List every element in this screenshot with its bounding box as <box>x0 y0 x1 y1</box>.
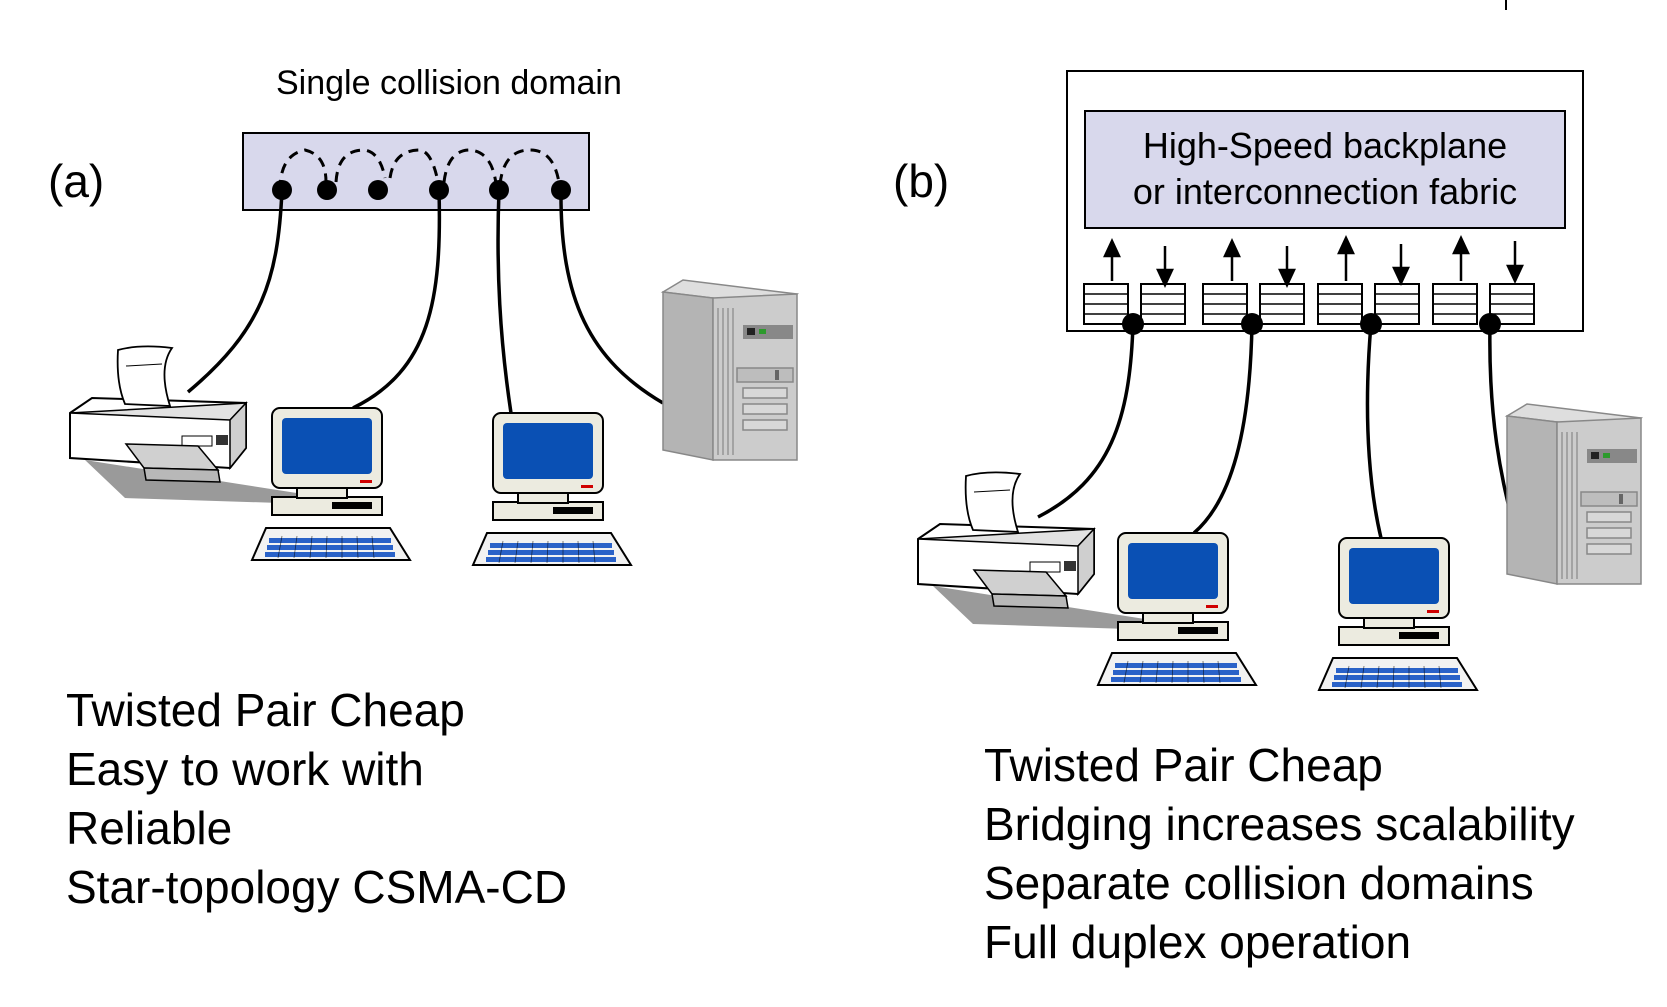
cable <box>186 189 284 394</box>
cables-b <box>1037 323 1515 539</box>
output-buffer <box>1374 283 1420 325</box>
panel-b-points: Twisted Pair Cheap Bridging increases sc… <box>984 736 1575 972</box>
output-buffer <box>1259 283 1305 325</box>
desktop-computer-icon <box>1318 537 1478 691</box>
input-buffer <box>1432 283 1478 325</box>
point-item: Full duplex operation <box>984 916 1412 968</box>
point-item: Twisted Pair Cheap <box>984 739 1383 791</box>
point-item: Separate collision domains <box>984 857 1534 909</box>
cable <box>1192 323 1254 535</box>
panel-a-points: Twisted Pair Cheap Easy to work with Rel… <box>66 681 567 917</box>
hub-ports <box>272 180 571 200</box>
hub-caption: Single collision domain <box>276 64 622 102</box>
desktop-computer-icon <box>251 407 411 561</box>
point-item: Bridging increases scalability <box>984 798 1575 850</box>
port-dot <box>317 180 337 200</box>
collision-arcs <box>278 148 562 191</box>
point-item: Star-topology CSMA-CD <box>66 861 568 913</box>
panel-a <box>69 132 798 566</box>
fabric-caption: High-Speed backplane or interconnection … <box>1085 123 1565 215</box>
hub-box <box>242 132 590 211</box>
fabric-line-1: High-Speed backplane <box>1142 125 1508 166</box>
desktop-computer-icon <box>1097 532 1257 686</box>
server-tower-icon <box>1506 403 1642 585</box>
cable <box>1037 323 1135 519</box>
input-buffer <box>1202 283 1248 325</box>
input-buffer <box>1083 283 1129 325</box>
server-tower-icon <box>662 279 798 461</box>
flow-arrows <box>1103 235 1524 288</box>
panel-b-label: (b) <box>893 155 950 207</box>
panel-a-label: (a) <box>48 155 105 207</box>
input-buffer <box>1317 283 1363 325</box>
port-dot <box>368 180 388 200</box>
point-item: Reliable <box>66 802 233 854</box>
cables-a <box>186 189 664 414</box>
desktop-computer-icon <box>472 412 632 566</box>
point-item: Twisted Pair Cheap <box>66 684 465 736</box>
point-item: Easy to work with <box>66 743 424 795</box>
fabric-box <box>1084 110 1566 229</box>
cable <box>1365 323 1383 539</box>
fabric-line-2: or interconnection fabric <box>1132 171 1518 212</box>
panel-b <box>917 70 1642 691</box>
output-buffer <box>1140 283 1186 325</box>
cable <box>559 189 664 405</box>
cable <box>496 189 513 414</box>
cable <box>352 189 442 410</box>
